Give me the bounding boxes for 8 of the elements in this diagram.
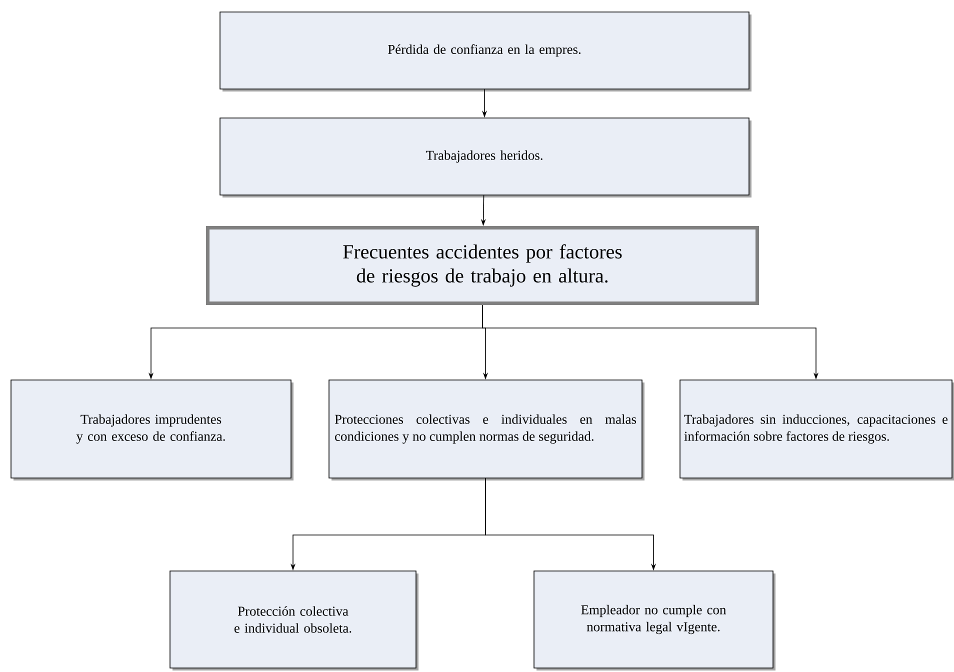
cause-box: Trabajadores imprudentes y con exceso de confianza. — [10, 380, 292, 478]
effect-box: Trabajadores heridos. — [220, 118, 750, 196]
cause-box: Protección colectiva e individual obsoleta. — [170, 570, 416, 668]
cause-box: Empleador no cumple con normativa legal vIgente. — [534, 570, 774, 668]
problem-box: Frecuentes accidentes por factores de riesgos de trabajo en altura. — [206, 226, 759, 305]
cause-box: Protecciones colectivas e individuales en malas condiciones y no cumplen normas de seguridad. — [328, 380, 642, 478]
effect-box: Pérdida de confianza en la empres. — [220, 12, 750, 90]
cause-box: Trabajadores sin inducciones, capacitaciones e información sobre factores de riesgos. — [680, 380, 952, 478]
